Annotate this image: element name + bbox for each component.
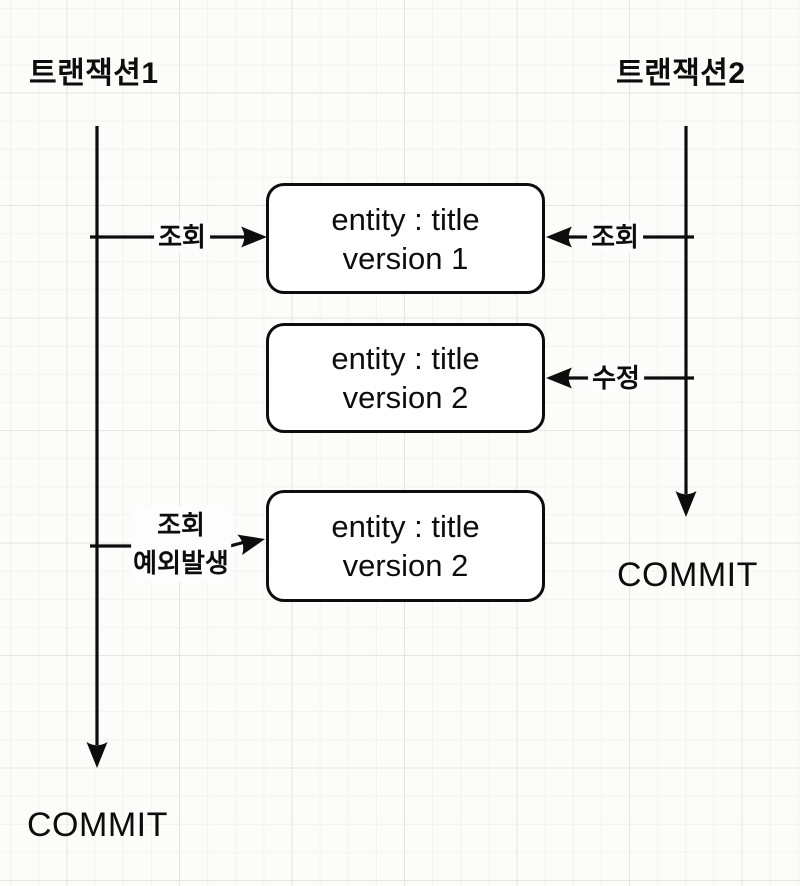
t1-retry-query-label: 조회 예외발생: [131, 506, 231, 582]
t2-query-label: 조회: [587, 222, 643, 252]
entity-box-version2: entity : title version 2: [266, 323, 545, 433]
entity-box-version: version 2: [342, 548, 469, 583]
t1-retry-query-label-line2: 예외발생: [133, 548, 229, 578]
transaction1-title: 트랜잭션1: [29, 57, 159, 90]
t1-query-label: 조회: [154, 222, 210, 252]
transaction2-lifeline: [675, 126, 697, 517]
t2-update-label: 수정: [588, 363, 644, 393]
t1-retry-query-label-line1: 조회: [157, 510, 205, 540]
entity-box-title: entity : title: [331, 341, 480, 376]
entity-box-title: entity : title: [331, 201, 480, 237]
entity-box-version: version 1: [342, 240, 469, 276]
entity-box-title: entity : title: [331, 509, 480, 544]
transaction1-commit-label: COMMIT: [27, 806, 168, 844]
transaction2-title: 트랜잭션2: [616, 57, 746, 90]
transaction2-commit-label: COMMIT: [617, 556, 758, 594]
entity-box-version2-stale: entity : title version 2: [266, 490, 545, 602]
entity-box-version: version 2: [342, 380, 469, 415]
transaction1-lifeline: [86, 126, 108, 768]
entity-box-version1: entity : title version 1: [266, 183, 545, 294]
